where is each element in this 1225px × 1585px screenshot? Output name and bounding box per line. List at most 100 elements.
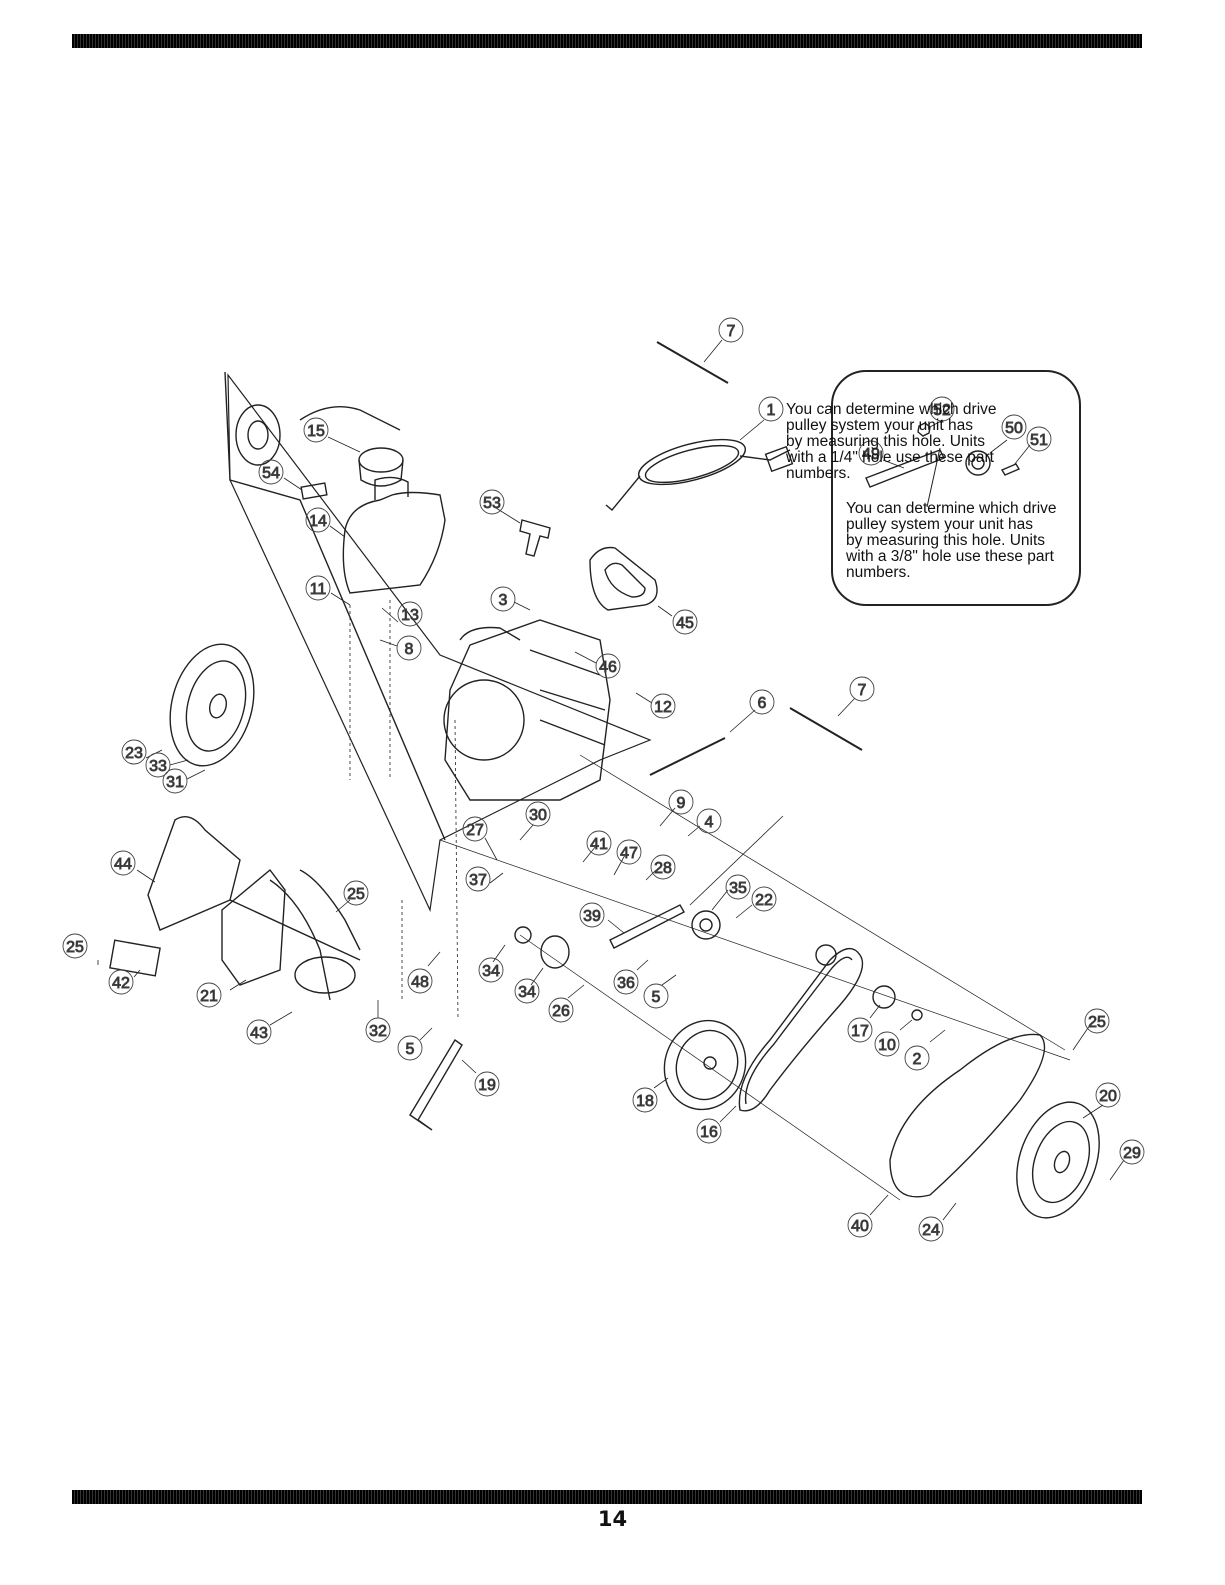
note-line: numbers. xyxy=(786,465,851,482)
svg-text:43: 43 xyxy=(250,1025,268,1042)
callout-2: 2 xyxy=(904,1045,930,1071)
scraper-bar xyxy=(109,939,161,977)
callout-43: 43 xyxy=(246,1019,272,1045)
svg-text:47: 47 xyxy=(620,845,638,862)
callout-42: 42 xyxy=(108,969,134,995)
shift-rod-right xyxy=(789,707,863,751)
svg-text:53: 53 xyxy=(483,495,501,512)
callout-50: 50 xyxy=(1001,414,1027,440)
svg-text:25: 25 xyxy=(66,939,84,956)
svg-text:20: 20 xyxy=(1099,1088,1117,1105)
top-rule xyxy=(72,34,1142,48)
callout-35: 35 xyxy=(725,874,751,900)
inset-panel xyxy=(831,370,1081,606)
auger xyxy=(229,869,361,1001)
callout-6: 6 xyxy=(749,689,775,715)
svg-text:18: 18 xyxy=(636,1093,654,1110)
svg-text:48: 48 xyxy=(411,974,429,991)
handle xyxy=(589,546,658,611)
callout-41: 41 xyxy=(586,830,612,856)
fuel-label xyxy=(300,482,328,500)
callout-19: 19 xyxy=(474,1071,500,1097)
callout-30: 30 xyxy=(525,801,551,827)
callout-51: 51 xyxy=(1026,426,1052,452)
callout-24: 24 xyxy=(918,1216,944,1242)
svg-text:17: 17 xyxy=(851,1023,869,1040)
svg-text:39: 39 xyxy=(583,908,601,925)
callout-12: 12 xyxy=(650,693,676,719)
callout-15: 15 xyxy=(303,417,329,443)
callout-17: 17 xyxy=(847,1017,873,1043)
svg-text:19: 19 xyxy=(478,1077,496,1094)
callout-14: 14 xyxy=(305,507,331,533)
callout-32: 32 xyxy=(365,1017,391,1043)
svg-text:44: 44 xyxy=(114,856,132,873)
brake-lever xyxy=(409,1038,463,1131)
svg-text:36: 36 xyxy=(617,975,635,992)
inset-nut xyxy=(917,422,931,437)
inset-note: You can determine which drive pulley sys… xyxy=(846,501,1057,581)
drive-pulley xyxy=(663,1019,747,1111)
svg-text:10: 10 xyxy=(878,1037,896,1054)
note-line: numbers. xyxy=(846,564,911,581)
svg-text:25: 25 xyxy=(347,886,365,903)
callout-53: 53 xyxy=(479,489,505,515)
svg-text:16: 16 xyxy=(700,1124,718,1141)
callout-22: 22 xyxy=(751,886,777,912)
svg-text:45: 45 xyxy=(676,615,694,632)
callout-18: 18 xyxy=(632,1087,658,1113)
auger-housing xyxy=(227,373,652,913)
svg-text:40: 40 xyxy=(851,1218,869,1235)
power-cord-coil xyxy=(637,438,747,486)
main-note: You can determine which drive pulley sys… xyxy=(786,402,997,482)
callout-26: 26 xyxy=(548,997,574,1023)
callout-39: 39 xyxy=(579,902,605,928)
svg-text:33: 33 xyxy=(149,758,167,775)
svg-text:49: 49 xyxy=(862,446,880,463)
engine xyxy=(444,619,611,801)
choke-part xyxy=(519,519,551,557)
svg-text:7: 7 xyxy=(858,682,867,699)
note-line: by measuring this hole. Units xyxy=(786,433,986,450)
callout-25c: 25 xyxy=(1084,1008,1110,1034)
note-line: You can determine which drive xyxy=(846,500,1057,517)
svg-text:27: 27 xyxy=(466,822,484,839)
svg-text:13: 13 xyxy=(401,607,419,624)
svg-text:54: 54 xyxy=(262,465,280,482)
callout-37: 37 xyxy=(465,866,491,892)
idler-arm xyxy=(609,904,685,949)
callout-20: 20 xyxy=(1095,1082,1121,1108)
svg-text:5: 5 xyxy=(652,989,661,1006)
callout-9: 9 xyxy=(668,789,694,815)
inset-bracket xyxy=(865,449,945,488)
svg-text:25: 25 xyxy=(1088,1014,1106,1031)
callout-49: 49 xyxy=(858,440,884,466)
svg-text:24: 24 xyxy=(922,1222,940,1239)
callout-7: 7 xyxy=(718,317,744,343)
callout-54: 54 xyxy=(258,459,284,485)
callout-48: 48 xyxy=(407,968,433,994)
inset-bolt xyxy=(1000,463,1021,476)
idler-pulley xyxy=(691,910,721,940)
callout-3: 3 xyxy=(490,586,516,612)
svg-text:2: 2 xyxy=(913,1051,922,1068)
svg-text:6: 6 xyxy=(758,695,767,712)
right-wheel xyxy=(1016,1101,1100,1219)
callout-40: 40 xyxy=(847,1212,873,1238)
note-line: by measuring this hole. Units xyxy=(846,532,1046,549)
svg-text:52: 52 xyxy=(933,402,951,419)
svg-text:30: 30 xyxy=(529,807,547,824)
svg-text:9: 9 xyxy=(677,795,686,812)
callout-44: 44 xyxy=(110,850,136,876)
callout-23: 23 xyxy=(121,739,147,765)
svg-text:34: 34 xyxy=(518,984,536,1001)
callout-31: 31 xyxy=(162,768,188,794)
callout-28: 28 xyxy=(650,854,676,880)
svg-text:5: 5 xyxy=(406,1041,415,1058)
svg-text:23: 23 xyxy=(125,745,143,762)
callout-36: 36 xyxy=(613,969,639,995)
svg-text:12: 12 xyxy=(654,699,672,716)
callout-25a: 25 xyxy=(343,880,369,906)
note-line: pulley system your unit has xyxy=(846,516,1033,533)
callout-10: 10 xyxy=(874,1031,900,1057)
